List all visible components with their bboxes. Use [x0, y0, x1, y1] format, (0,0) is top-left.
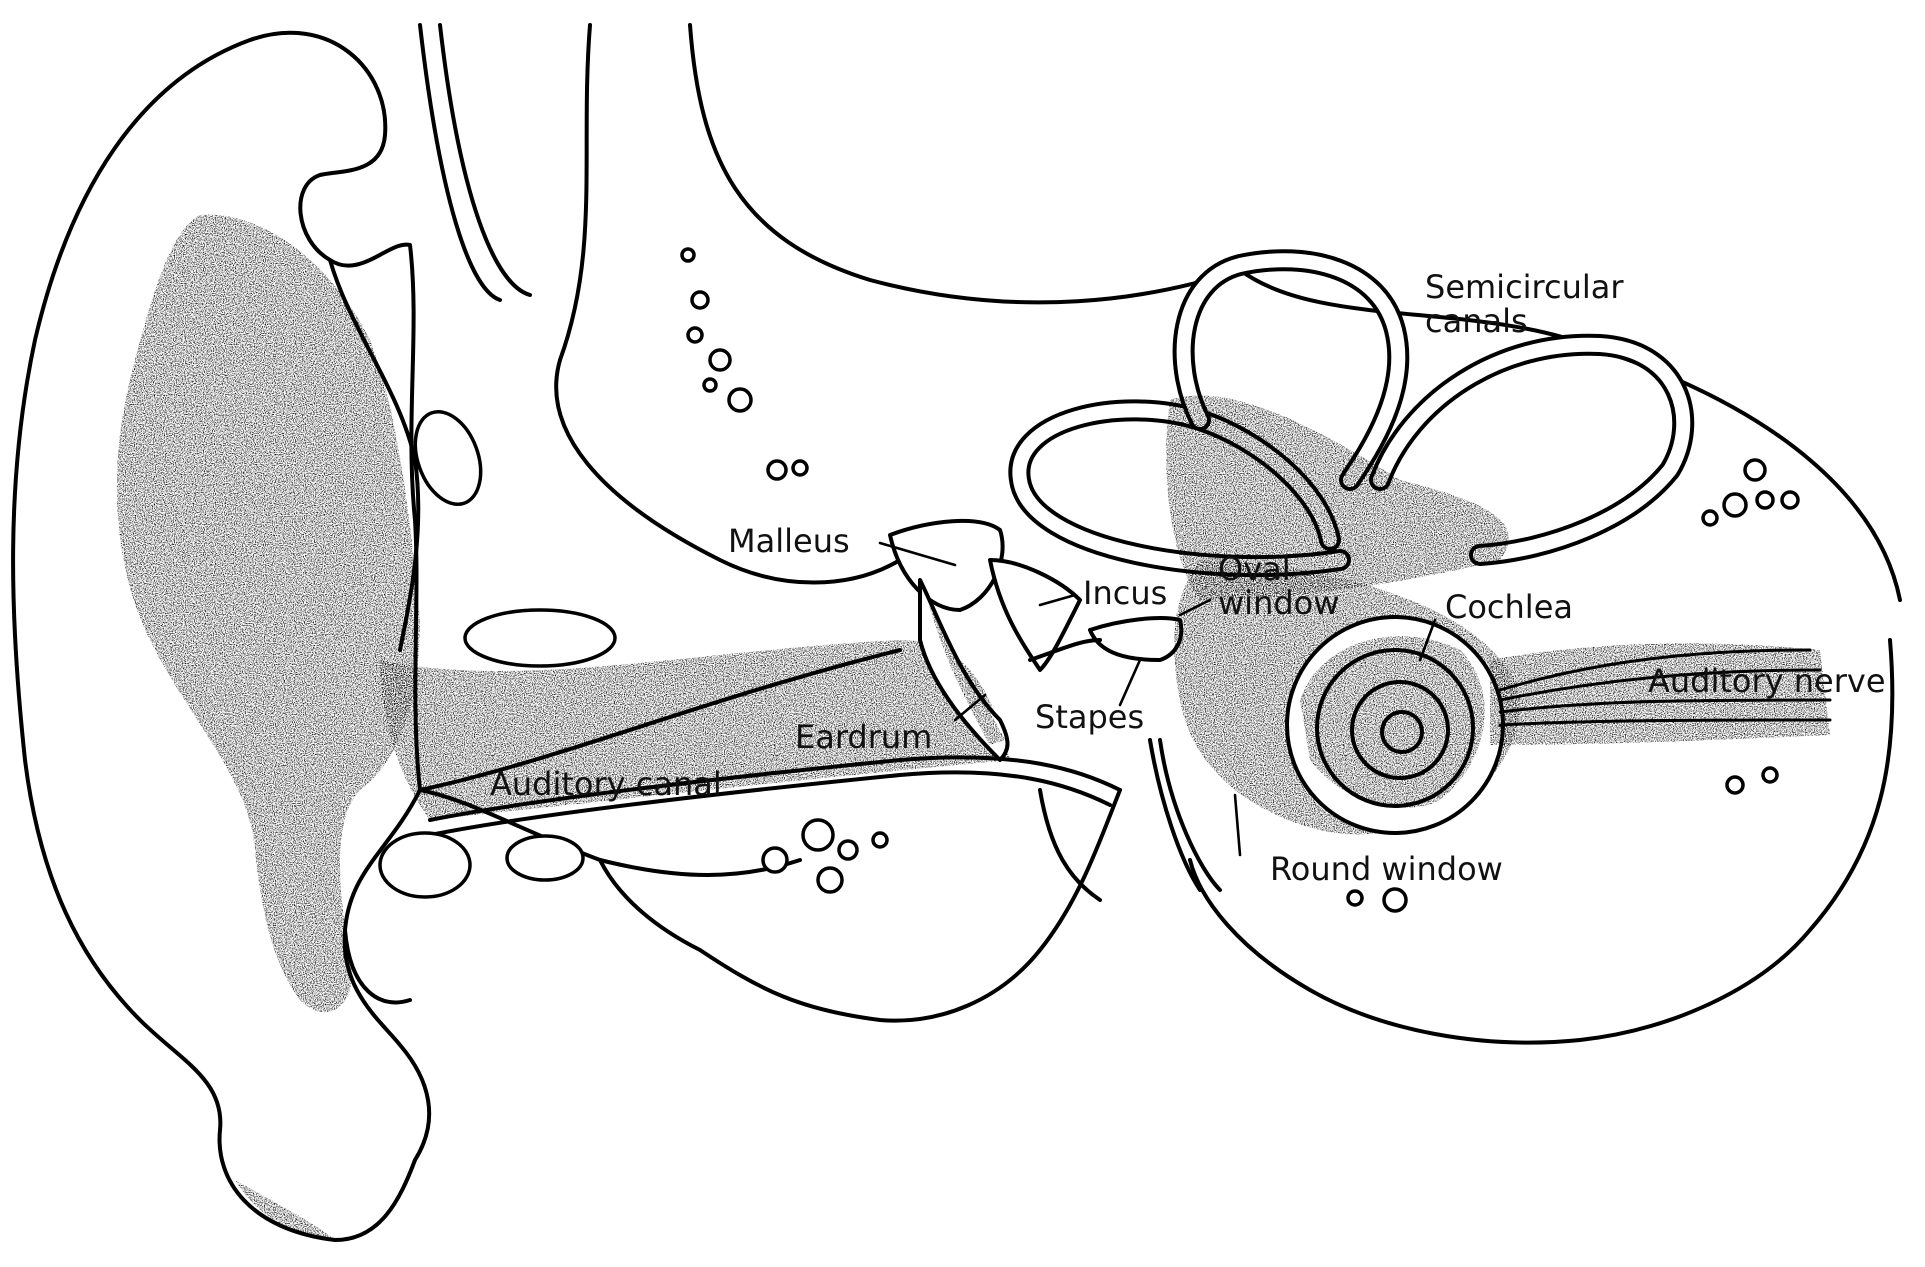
label-round-window: Round window	[1270, 850, 1503, 888]
label-incus: Incus	[1083, 574, 1167, 612]
label-oval-line2: window	[1218, 584, 1339, 622]
label-auditory-nerve: Auditory nerve	[1648, 662, 1886, 700]
label-eardrum: Eardrum	[795, 718, 932, 756]
label-cochlea: Cochlea	[1445, 588, 1573, 626]
leader-round-window	[1235, 795, 1240, 855]
label-oval-line1: Oval	[1218, 550, 1291, 588]
label-stapes: Stapes	[1035, 698, 1144, 736]
label-malleus: Malleus	[728, 522, 850, 560]
temporal-bone	[420, 25, 1900, 1043]
semicircular-canals	[1019, 260, 1683, 600]
pinna	[13, 33, 429, 1240]
label-semicircular-line1: Semicircular	[1425, 268, 1624, 306]
label-auditory-canal: Auditory canal	[490, 765, 722, 803]
label-semicircular-line2: canals	[1425, 302, 1528, 340]
